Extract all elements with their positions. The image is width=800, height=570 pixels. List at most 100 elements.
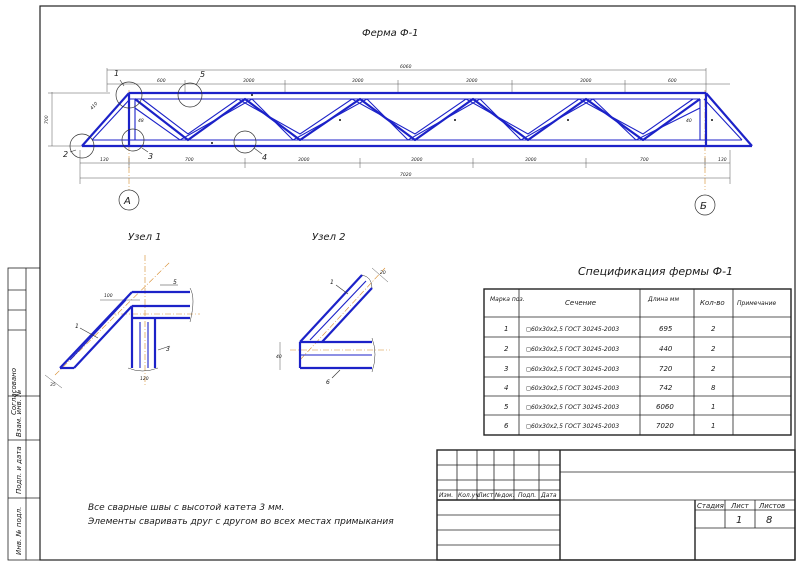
dim-end-left: 130 [100,157,109,163]
side-stamp-frame [7,267,41,561]
spec-row-6-section: ◻60х30х2,5 ГОСТ 30245-2003 [526,423,619,430]
dim-bottom-mid-1: 3000 [298,157,310,163]
dim-bar-diag: 410 [89,101,99,111]
stamp-col-koluch: Кол.уч. [458,492,481,499]
spec-row-5-qty: 1 [711,403,715,411]
node1-callout-1: 1 [75,323,79,330]
dim-top-right: 600 [668,78,677,84]
dim-bottom-right: 700 [640,157,649,163]
spec-row: 4 ◻60х30х2,5 ГОСТ 30245-2003 742 8 [504,384,716,392]
node-circle-5 [177,82,203,108]
spec-row-2-mark: 2 [504,345,509,353]
stamp-sheets-label: Листов [758,502,785,510]
node2-detail: 1 6 40 20 [276,267,390,386]
spec-table: Марка поз. Сечение Длина мм Кол-во Приме… [483,288,792,436]
callout-5: 5 [200,70,205,79]
dim-top-total: 6060 [400,64,412,70]
spec-header-length: Длина мм [647,296,679,303]
dim-bottom-mid-2: 3000 [411,157,423,163]
node-circle-3 [121,128,145,152]
node2-title: Узел 2 [312,232,346,243]
spec-row: 5 ◻60х30х2,5 ГОСТ 30245-2003 6060 1 [504,403,715,411]
truss-elevation [81,91,753,148]
callout-3: 3 [148,152,153,161]
spec-row-2-section: ◻60х30х2,5 ГОСТ 30245-2003 [526,346,619,353]
node2-dim-b: 40 [276,354,282,360]
spec-header-note: Примечание [737,300,776,307]
dim-end-right: 130 [718,157,727,163]
dim-tick-b: 40 [686,118,692,124]
spec-row-4-qty: 8 [711,384,716,392]
spec-row: 3 ◻60х30х2,5 ГОСТ 30245-2003 720 2 [504,365,716,373]
spec-row-3-qty: 2 [711,365,716,373]
spec-header-qty: Кол-во [700,299,725,307]
spec-row-5-length: 6060 [656,403,674,411]
spec-row: 6 ◻60х30х2,5 ГОСТ 30245-2003 7020 1 [504,422,715,430]
side-sign-date-label: Подп. и дата [15,446,23,494]
spec-row-3-mark: 3 [504,365,508,373]
dim-top-mid-1: 3000 [243,78,255,84]
spec-header-section: Сечение [565,299,596,307]
spec-row-1-qty: 2 [711,325,716,333]
callout-1: 1 [114,69,119,78]
dim-top-mid-4: 3000 [580,78,592,84]
spec-row-3-section: ◻60х30х2,5 ГОСТ 30245-2003 [526,366,619,373]
node1-title: Узел 1 [128,232,162,243]
spec-row-2-qty: 2 [711,345,716,353]
node-circle-4 [233,130,257,154]
dim-top-mid-3: 3000 [466,78,478,84]
node-callouts: 1 2 3 4 5 410 48 40 [63,69,692,162]
sheet-frame [39,5,796,561]
stamp-col-podp: Подп. [518,492,536,499]
node1-detail: 1 5 3 100 120 35 [44,255,200,389]
node2-callout-6: 6 [326,379,330,386]
node1-dim-e: 35 [50,382,56,388]
spec-row-5-mark: 5 [504,403,509,411]
stamp-sheet-value: 1 [736,515,742,526]
side-stamp: Согласовано Инв. № подл. Подп. и дата Вз… [7,267,41,561]
spec-title: Спецификация фермы Ф-1 [578,265,733,278]
dim-bottom-total: 7020 [400,172,412,178]
spec-row-6-length: 7020 [656,422,674,430]
side-inv-orig-label: Инв. № подл. [15,507,23,555]
stamp-col-list: Лист [477,492,494,499]
dim-top-left: 600 [157,78,166,84]
stamp-sheet-label: Лист [730,502,750,510]
dim-top-mid-2: 3000 [352,78,364,84]
spec-row-4-length: 742 [659,384,673,392]
spec-row-6-mark: 6 [504,422,509,430]
node1-dim-c: 100 [104,293,113,299]
spec-row-2-length: 440 [659,345,673,353]
spec-header-mark: Марка поз. [490,296,525,303]
stamp-col-izm: Изм. [439,492,453,499]
axis-label-b: Б [700,201,707,212]
stamp-col-ndok: №док. [494,492,515,499]
title-block: Изм. Кол.уч. Лист №док. Подп. Дата Стади… [436,449,796,561]
node1-dim-d: 120 [140,376,149,382]
stamp-sheets-value: 8 [766,515,772,526]
spec-row-6-qty: 1 [711,422,715,430]
axis-marker-b [694,194,716,216]
spec-row-1-length: 695 [659,325,673,333]
spec-row-3-length: 720 [659,365,673,373]
dim-bottom-left: 700 [185,157,194,163]
node-circle-2 [69,133,95,159]
callout-4: 4 [262,153,267,162]
dim-tick-a: 48 [138,118,144,124]
bottom-dimensions: 130 700 3000 3000 3000 700 130 7020 [79,150,731,184]
stamp-stage-label: Стадия [697,502,724,510]
dim-bottom-mid-3: 3000 [525,157,537,163]
axis-label-a: А [123,196,131,207]
spec-row: 2 ◻60х30х2,5 ГОСТ 30245-2003 440 2 [504,345,716,353]
axis-marker-a [118,189,140,211]
node2-dim-f: 20 [380,270,386,276]
spec-row-5-section: ◻60х30х2,5 ГОСТ 30245-2003 [526,404,619,411]
node1-callout-5: 5 [173,279,177,286]
spec-row: 1 ◻60х30х2,5 ГОСТ 30245-2003 695 2 [504,325,716,333]
node1-callout-3: 3 [166,346,170,353]
top-dimensions: 6060 600 3000 3000 3000 3000 600 [106,64,730,92]
dim-height: 700 [44,115,50,124]
note-line-2: Элементы сваривать друг с другом во всех… [87,517,394,527]
